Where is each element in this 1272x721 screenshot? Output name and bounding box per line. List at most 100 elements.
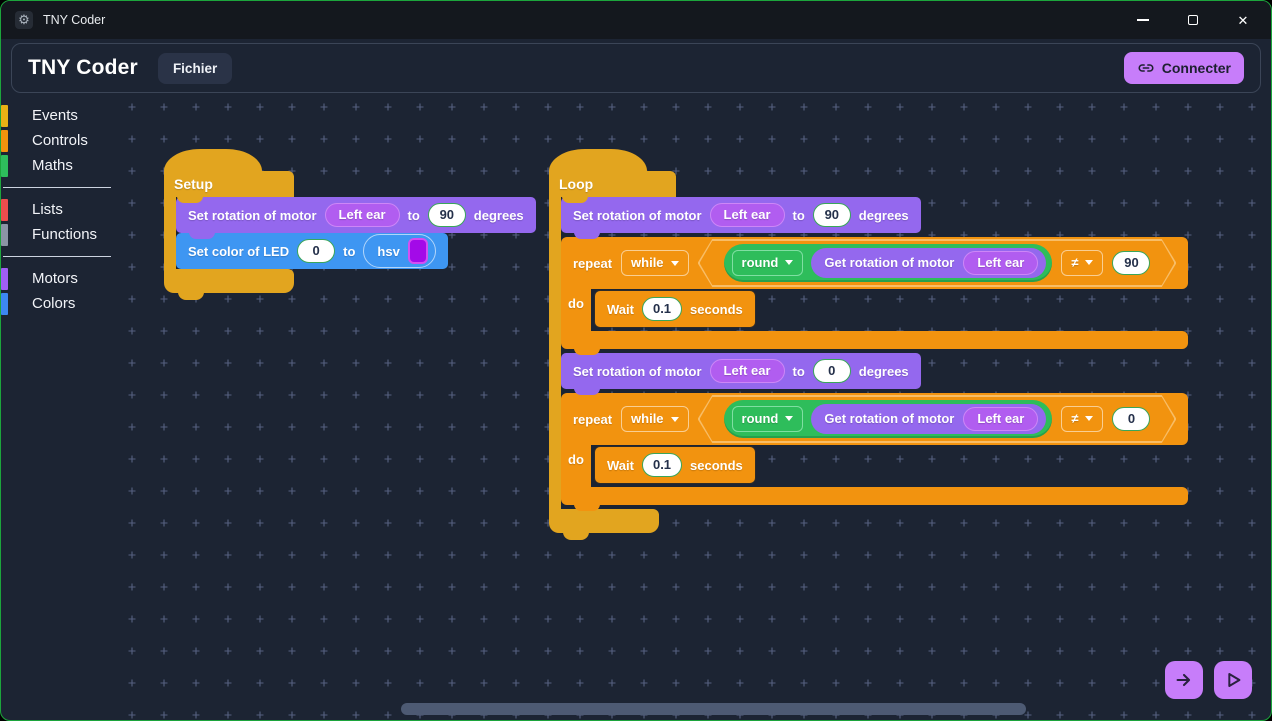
do-label: do — [561, 445, 591, 487]
toolbox-sidebar: Events Controls Maths Lists Functions Mo… — [1, 93, 119, 720]
angle-field[interactable]: 0 — [812, 358, 851, 384]
wait-seconds-field[interactable]: 0.1 — [641, 296, 683, 322]
set-rotation-block[interactable]: Set rotation of motor Left ear to 90 deg… — [176, 197, 536, 239]
lists-color-bar — [1, 198, 8, 221]
sidebar-item-events[interactable]: Events — [1, 103, 119, 128]
connect-button-label: Connecter — [1161, 60, 1231, 76]
connector-tab — [574, 232, 600, 239]
titlebar-title: TNY Coder — [43, 13, 106, 27]
get-rotation-block[interactable]: Get rotation of motor Left ear — [811, 403, 1047, 435]
window-controls: ✕ — [1135, 12, 1257, 28]
motors-color-bar — [1, 267, 8, 290]
comparison-block[interactable]: round Get rotation of motor Left ear ≠ 9… — [698, 239, 1177, 288]
chevron-down-icon — [670, 260, 679, 266]
events-color-bar — [1, 104, 8, 127]
connector-tab — [574, 504, 600, 511]
connector-tab — [562, 196, 588, 203]
sidebar-item-maths[interactable]: Maths — [1, 153, 119, 178]
repeat-while-block[interactable]: repeat while round Get rotation of motor… — [561, 393, 1189, 511]
chevron-down-icon — [785, 260, 794, 266]
chevron-down-icon — [785, 416, 794, 422]
setup-hat-label: Setup — [164, 171, 294, 203]
operator-dropdown[interactable]: ≠ — [1061, 250, 1104, 276]
minimize-button[interactable] — [1135, 12, 1151, 28]
led-index-field[interactable]: 0 — [297, 238, 336, 264]
file-menu-button[interactable]: Fichier — [157, 52, 233, 84]
repeat-bottom-bar — [561, 487, 1189, 511]
color-swatch[interactable] — [407, 238, 428, 264]
chevron-down-icon — [1085, 416, 1094, 422]
loop-spine — [549, 197, 561, 509]
maths-color-bar — [1, 154, 8, 177]
loop-block[interactable]: Loop Set rotation of motor Left ear to 9… — [549, 149, 1189, 540]
math-fn-dropdown[interactable]: round — [731, 250, 804, 276]
operator-dropdown[interactable]: ≠ — [1061, 406, 1104, 432]
round-block[interactable]: round Get rotation of motor Left ear — [723, 243, 1053, 283]
repeat-bottom-bar — [561, 331, 1189, 355]
connector-tab — [177, 196, 203, 203]
workspace-canvas[interactable]: Setup Set rotation of motor Left ear to … — [119, 93, 1271, 720]
hsv-color-input[interactable]: hsv — [363, 234, 436, 268]
sidebar-item-colors[interactable]: Colors — [1, 291, 119, 316]
sidebar-item-lists[interactable]: Lists — [1, 197, 119, 222]
app-icon: ⚙ — [15, 11, 33, 29]
repeat-while-block[interactable]: repeat while round Get rotation of motor… — [561, 237, 1189, 355]
setup-block[interactable]: Setup Set rotation of motor Left ear to … — [164, 149, 536, 300]
wait-block[interactable]: Wait 0.1 seconds — [595, 291, 755, 327]
motor-dropdown[interactable]: Left ear — [963, 406, 1039, 432]
angle-field[interactable]: 90 — [812, 202, 851, 228]
set-rotation-block[interactable]: Set rotation of motor Left ear to 90 deg… — [561, 197, 921, 239]
close-button[interactable]: ✕ — [1237, 12, 1249, 28]
titlebar: ⚙ TNY Coder ✕ — [1, 1, 1271, 39]
compare-value-field[interactable]: 0 — [1112, 406, 1151, 432]
sidebar-item-functions[interactable]: Functions — [1, 222, 119, 247]
controls-color-bar — [1, 129, 8, 152]
sidebar-item-motors[interactable]: Motors — [1, 266, 119, 291]
comparison-block[interactable]: round Get rotation of motor Left ear ≠ 0 — [698, 395, 1177, 444]
loop-foot — [549, 509, 659, 540]
repeat-mode-dropdown[interactable]: while — [621, 250, 689, 276]
maximize-button[interactable] — [1185, 12, 1201, 28]
arrow-right-icon — [1176, 673, 1191, 687]
header: TNY Coder Fichier Connecter — [11, 43, 1261, 93]
sidebar-divider — [3, 256, 111, 257]
motor-dropdown[interactable]: Left ear — [709, 358, 785, 384]
page-title: TNY Coder — [28, 56, 138, 79]
set-rotation-block[interactable]: Set rotation of motor Left ear to 0 degr… — [561, 353, 921, 395]
setup-foot — [164, 269, 294, 300]
sidebar-divider — [3, 187, 111, 188]
motor-dropdown[interactable]: Left ear — [963, 250, 1039, 276]
compare-value-field[interactable]: 90 — [1112, 250, 1151, 276]
set-led-color-block[interactable]: Set color of LED 0 to hsv — [176, 233, 448, 269]
connector-tab — [189, 232, 215, 239]
connect-button[interactable]: Connecter — [1123, 52, 1244, 84]
colors-color-bar — [1, 292, 8, 315]
action-buttons — [1165, 661, 1252, 699]
play-icon — [1228, 673, 1241, 687]
sidebar-item-controls[interactable]: Controls — [1, 128, 119, 153]
motor-dropdown[interactable]: Left ear — [709, 202, 785, 228]
setup-spine — [164, 197, 176, 269]
maximize-icon — [1188, 15, 1198, 25]
chevron-down-icon — [670, 416, 679, 422]
math-fn-dropdown[interactable]: round — [731, 406, 804, 432]
functions-color-bar — [1, 223, 8, 246]
chevron-down-icon — [1085, 260, 1094, 266]
angle-field[interactable]: 90 — [427, 202, 466, 228]
round-block[interactable]: round Get rotation of motor Left ear — [723, 399, 1053, 439]
export-button[interactable] — [1165, 661, 1203, 699]
connector-tab — [574, 388, 600, 395]
motor-dropdown[interactable]: Left ear — [324, 202, 400, 228]
loop-hat-dome — [549, 149, 647, 171]
get-rotation-block[interactable]: Get rotation of motor Left ear — [811, 247, 1047, 279]
run-button[interactable] — [1214, 661, 1252, 699]
loop-hat-label: Loop — [549, 171, 676, 203]
do-label: do — [561, 289, 591, 331]
horizontal-scrollbar[interactable] — [401, 703, 1026, 715]
wait-block[interactable]: Wait 0.1 seconds — [595, 447, 755, 483]
wait-seconds-field[interactable]: 0.1 — [641, 452, 683, 478]
repeat-mode-dropdown[interactable]: while — [621, 406, 689, 432]
connector-tab — [574, 348, 600, 355]
setup-hat-dome — [164, 149, 262, 171]
